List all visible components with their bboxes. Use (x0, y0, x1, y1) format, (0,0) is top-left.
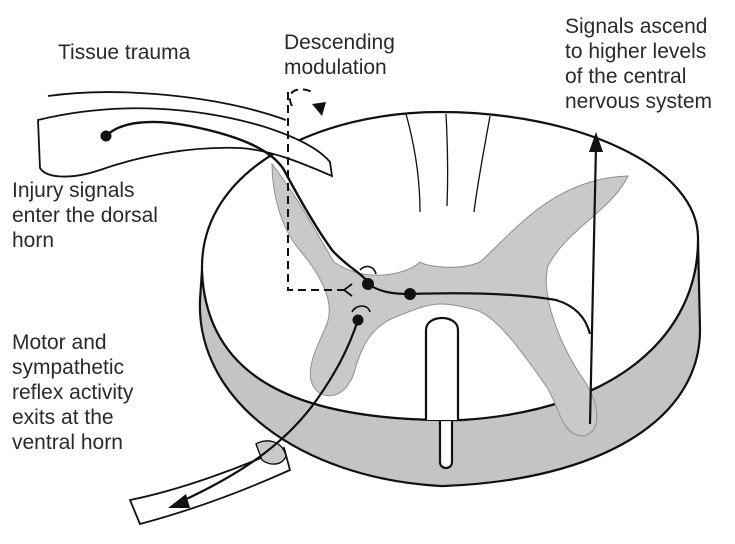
label-line: Motor and (12, 330, 133, 355)
descending-modulation-loop (290, 89, 312, 106)
label-line: horn (12, 228, 158, 253)
label-signals-ascend: Signals ascend to higher levels of the c… (565, 14, 712, 114)
label-line: of the central (565, 64, 712, 89)
label-tissue-trauma: Tissue trauma (58, 40, 190, 65)
label-line: Descending (284, 30, 395, 55)
label-motor-sympathetic: Motor and sympathetic reflex activity ex… (12, 330, 133, 455)
label-line: Injury signals (12, 178, 158, 203)
label-line: Tissue trauma (58, 40, 190, 65)
label-line: ventral horn (12, 430, 133, 455)
label-line: modulation (284, 55, 395, 80)
label-line: Signals ascend (565, 14, 712, 39)
nociceptor-ending (101, 131, 112, 142)
ventral-fissure (426, 318, 458, 420)
descending-arrow-head (312, 102, 326, 116)
label-descending-modulation: Descending modulation (284, 30, 395, 80)
interneuron-body (362, 278, 374, 290)
label-line: exits at the (12, 405, 133, 430)
label-line: enter the dorsal (12, 203, 158, 228)
label-line: nervous system (565, 89, 712, 114)
label-line: reflex activity (12, 380, 133, 405)
label-line: to higher levels (565, 39, 712, 64)
label-injury-signals: Injury signals enter the dorsal horn (12, 178, 158, 253)
label-line: sympathetic (12, 355, 133, 380)
